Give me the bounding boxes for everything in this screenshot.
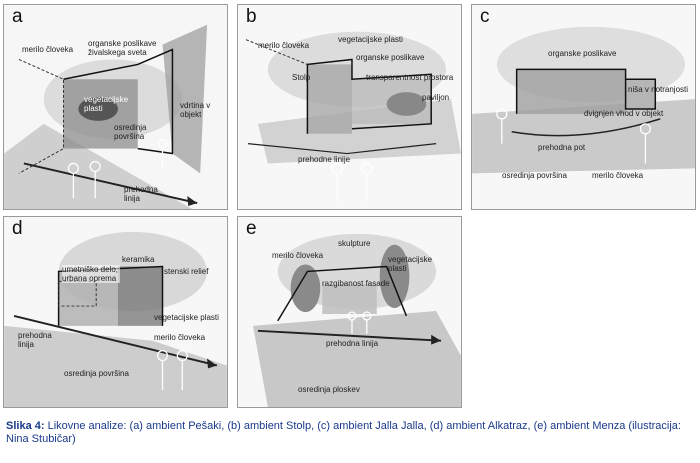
label-vegetacijske-plasti: vegetacijske plasti (388, 255, 433, 273)
label-organske-poslikave: organske poslikave (548, 49, 617, 58)
label-razgibanost-fasade: razgibanost fasade (322, 279, 390, 288)
label-stolp: Stolp (292, 73, 311, 82)
label-umetnisko-delo: umetniško delo, urbana oprema (62, 265, 120, 283)
label-merilo-cloveka: merilo človeka (258, 41, 310, 50)
label-merilo-cloveka: merilo človeka (592, 171, 644, 180)
panel-e-illustration (238, 217, 461, 407)
panel-b-illustration (238, 5, 461, 209)
label-prehodna-linija: prehodna linija (18, 331, 52, 349)
label-osredinja-ploskev: osredinja ploskev (298, 385, 360, 394)
label-keramika: keramika (122, 255, 155, 264)
label-paviljon: paviljon (422, 93, 450, 102)
label-transparentnost: transparentnost prostora (366, 73, 454, 82)
caption-prefix: Slika 4: (6, 420, 45, 432)
label-vdrtina: vdrtina v objekt (180, 101, 211, 119)
label-osredinja-povrsina: osredinja površina (64, 369, 129, 378)
label-prehodne-linije: prehodne linije (298, 155, 351, 164)
panel-b-letter: b (246, 6, 257, 27)
label-organske-poslikave: organske poslikave živalskega sveta (88, 39, 157, 57)
panel-d-illustration (4, 217, 227, 407)
label-osredinja-povrsina: osredinja površina (502, 171, 567, 180)
label-osredinja-povrsina: osredinja površina (114, 123, 147, 141)
label-merilo-cloveka: merilo človeka (154, 333, 206, 342)
label-prehodna-linija: prehodna linija (124, 185, 158, 203)
label-merilo-cloveka: merilo človeka (272, 251, 324, 260)
label-vegetacijske-plasti: vegetacijske plasti (154, 313, 219, 322)
label-merilo-cloveka: merilo človeka (22, 45, 74, 54)
label-organske-poslikave: organske poslikave (356, 53, 425, 62)
panel-a-letter: a (12, 6, 23, 27)
label-dvignjen-vhod: dvignjen vhod v objekt (584, 109, 664, 118)
label-vegetacijske-plasti: vegetacijske plasti (338, 35, 403, 44)
panel-a: a merilo človeka organske poslikave živa… (3, 4, 228, 210)
panel-c-letter: c (480, 6, 490, 27)
label-vegetacijske-plasti: vegetacijske plasti (84, 95, 129, 113)
figure-caption: Slika 4: Likovne analize: (a) ambient Pe… (6, 420, 696, 446)
label-prehodna-linija: prehodna linija (326, 339, 379, 348)
label-skulpture: skulpture (338, 239, 371, 248)
panel-a-illustration (4, 5, 227, 209)
panel-d-letter: d (12, 218, 23, 239)
panel-d: d keramika umetniško delo, urbana oprema… (3, 216, 228, 408)
panel-e-letter: e (246, 218, 257, 239)
panel-c: c organske poslikave niša v notranjosti … (471, 4, 696, 210)
label-stenski-relief: stenski relief (164, 267, 209, 276)
panel-b: b merilo človeka vegetacijske plasti org… (237, 4, 462, 210)
label-nisa: niša v notranjosti (628, 85, 689, 94)
panel-e: e skulpture merilo človeka vegetacijske … (237, 216, 462, 408)
panel-c-illustration (472, 5, 695, 209)
caption-text: Likovne analize: (a) ambient Pešaki, (b)… (6, 420, 681, 445)
label-prehodna-pot: prehodna pot (538, 143, 586, 152)
